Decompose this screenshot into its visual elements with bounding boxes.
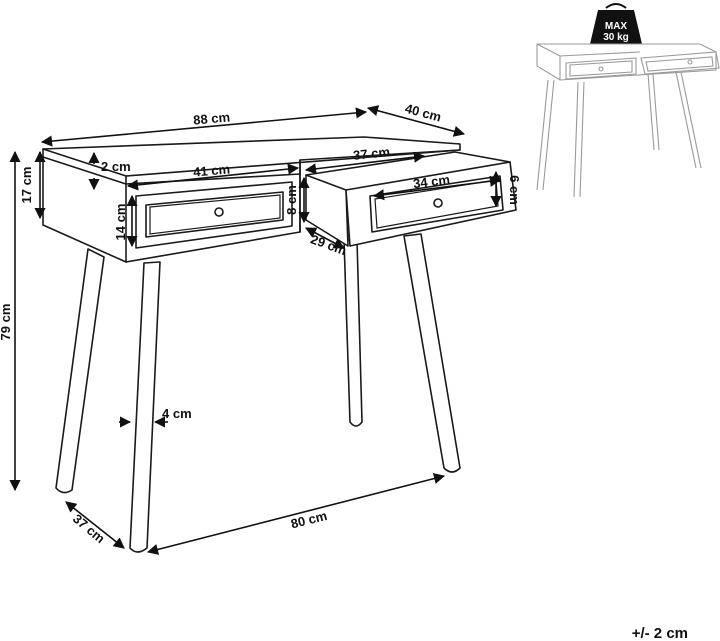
max-weight-label: MAX xyxy=(605,21,628,32)
drawer-box-width-label: 34 cm xyxy=(412,172,450,191)
back-right-leg xyxy=(343,239,363,427)
front-right-leg xyxy=(129,261,161,553)
max-weight-value: 30 kg xyxy=(603,32,629,43)
thumbnail-illustration: MAX 30 kg xyxy=(536,3,720,198)
leg-span-depth-label: 37 cm xyxy=(70,511,108,546)
drawer-front-height-label: 6 cm xyxy=(507,175,522,205)
weight-icon xyxy=(590,3,642,44)
thumbnail-desk xyxy=(536,43,720,198)
drawer-front-width-label: 41 cm xyxy=(193,161,231,179)
rear-leg xyxy=(403,233,461,473)
top-thickness-label: 2 cm xyxy=(101,159,131,174)
front-left-leg xyxy=(55,248,105,494)
body-height-label: 17 cm xyxy=(19,167,34,204)
total-height-label: 79 cm xyxy=(0,304,13,341)
depth-label: 40 cm xyxy=(403,101,443,125)
leg-span-width-label: 80 cm xyxy=(289,508,328,531)
drawer-inner-height-label: 8 cm xyxy=(284,185,299,215)
desk-illustration xyxy=(42,136,517,553)
tolerance-note: +/- 2 cm xyxy=(632,625,688,641)
leg-width-label: 4 cm xyxy=(162,406,192,421)
drawer-outer-height-label: 14 cm xyxy=(113,204,128,241)
dimension-lines xyxy=(9,105,502,555)
width-label: 88 cm xyxy=(193,109,231,127)
drawer-opening-label: 37 cm xyxy=(352,144,390,163)
